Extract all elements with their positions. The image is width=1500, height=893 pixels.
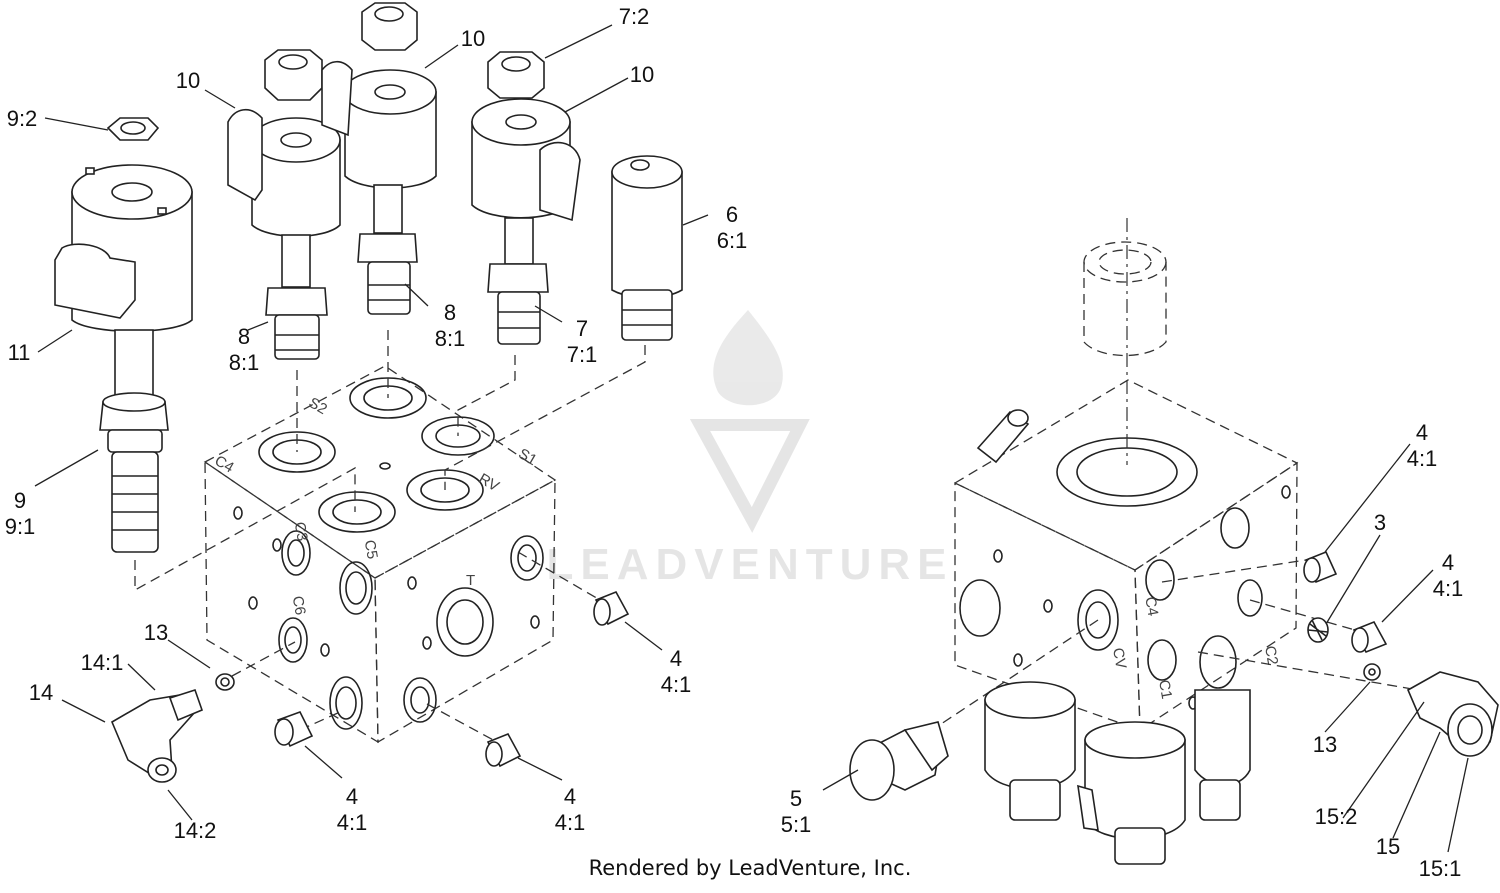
valve-cartridge-8-left: [265, 234, 328, 360]
plug-4-bottom-left: [274, 711, 314, 748]
port-label-rv: RV: [476, 470, 502, 495]
fitting-top-left-right-block: [976, 409, 1030, 464]
port-label-c4-right: C4: [1141, 596, 1161, 618]
callout-14-1: 14:1: [80, 650, 124, 675]
callout-15-2: 15:2: [1314, 804, 1358, 829]
port-label-c5: C5: [361, 539, 381, 561]
plug-4-right-face: [593, 590, 630, 626]
callout-14-2: 14:2: [173, 818, 217, 843]
plug-4-right-block-lower: [1351, 620, 1388, 654]
callout-3: 3: [1373, 510, 1387, 535]
footer-credit: Rendered by LeadVenture, Inc.: [588, 856, 912, 880]
callout-10-center: 10: [460, 26, 486, 51]
plug-4-bottom-right: [485, 732, 522, 768]
watermark-text: LEADVENTURE: [546, 540, 954, 589]
port-label-s1: S1: [515, 445, 539, 469]
callout-10-right: 10: [629, 62, 655, 87]
solenoid-coil-11: [54, 164, 193, 333]
elbow-fitting-14: [110, 689, 204, 783]
callout-13-right: 13: [1312, 732, 1338, 757]
valve-cartridge-9: [99, 329, 169, 553]
relief-valve-6: [611, 155, 683, 341]
solenoid-coil-10-center: [321, 60, 437, 189]
port-label-s2: S2: [306, 394, 330, 418]
left-manifold-block: S2 S1 RV C4 C3 C5 C6 T: [203, 365, 557, 744]
valve-cartridge-8-center: [357, 184, 418, 315]
relief-valve-5: [849, 721, 949, 801]
valve-cartridge-7: [487, 217, 549, 345]
callout-7-2: 7:2: [618, 4, 650, 29]
ring-13-left: [215, 673, 235, 691]
nut-7-2: [487, 51, 545, 99]
callout-10-left: 10: [175, 68, 201, 93]
callout-15: 15: [1375, 834, 1401, 859]
left-assembly-lines: [134, 330, 646, 743]
port-label-cv: CV: [1109, 647, 1129, 670]
port-label-t: T: [466, 572, 475, 589]
elbow-fitting-15: [1406, 671, 1499, 757]
callout-15-1: 15:1: [1418, 856, 1462, 881]
filter-screen-3: [1307, 617, 1329, 643]
cylinder-cap-right: [1083, 218, 1167, 465]
port-label-c4: C4: [212, 452, 237, 476]
callout-9-2: 9:2: [6, 106, 38, 131]
callout-13-left: 13: [143, 620, 169, 645]
port-label-c1: C1: [1155, 679, 1175, 701]
nut-9-2: [106, 117, 160, 141]
port-label-c6: C6: [289, 595, 309, 617]
right-assembly-lines: [934, 559, 1419, 729]
port-label-c3: C3: [291, 521, 311, 543]
ring-13-right: [1363, 663, 1381, 681]
callout-leader-lines: [34, 24, 1469, 853]
port-label-c2: C2: [1261, 645, 1281, 667]
leadventure-logo-watermark: [689, 310, 810, 533]
solenoid-coil-10-left: [227, 109, 341, 237]
coils-under-right-block: [984, 681, 1251, 865]
callout-11: 11: [7, 340, 31, 365]
nut-10-center: [361, 2, 418, 51]
solenoid-coil-10-right: [471, 98, 581, 222]
callout-14: 14: [28, 680, 54, 705]
nut-10-left: [264, 49, 323, 101]
plug-4-right-block-upper: [1303, 550, 1338, 584]
